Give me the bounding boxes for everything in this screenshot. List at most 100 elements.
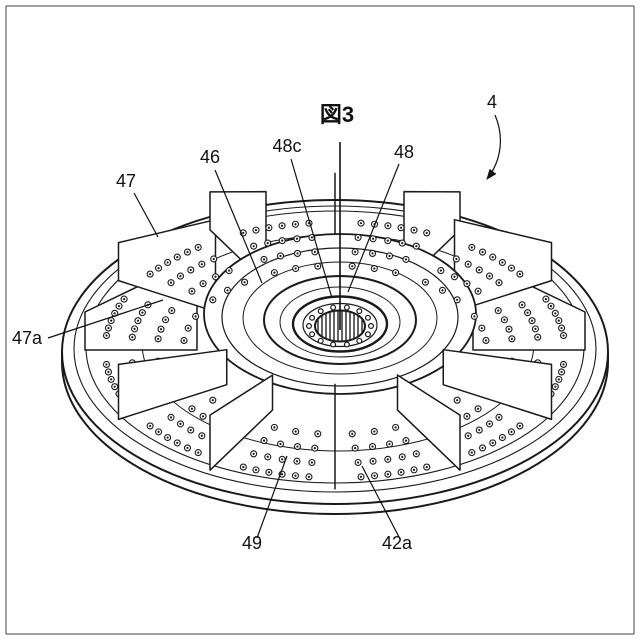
hole-dot-center <box>169 281 173 284</box>
gear-tooth-dot <box>368 323 375 330</box>
hole-dot-center <box>476 407 480 410</box>
hole-dot-center <box>131 336 134 339</box>
fan-blade <box>396 374 461 471</box>
gear-tooth-dot <box>309 314 316 321</box>
hole-dot-center <box>170 309 173 312</box>
hole-dot-center <box>549 305 553 308</box>
hole-dot-center <box>388 254 391 258</box>
hole-dot-center <box>473 315 476 318</box>
leader-42a <box>361 465 400 538</box>
hole-dot-center <box>279 254 282 258</box>
hole-dot-center <box>189 428 192 432</box>
hole-dot-center <box>149 272 152 276</box>
hole-dot-center <box>226 289 229 292</box>
hole-dot-center <box>399 471 403 474</box>
hole-dot-center <box>176 441 179 445</box>
hole-dot-center <box>211 399 214 402</box>
hole-dot-center <box>242 465 245 469</box>
hole-dot-center <box>295 460 299 463</box>
hole-dot-center <box>526 311 529 314</box>
hole-dot-center <box>491 255 494 259</box>
hole-dot-center <box>456 399 459 402</box>
hole-dot-center <box>281 458 284 461</box>
hole-dot-center <box>470 246 473 249</box>
hole-dot-center <box>214 275 217 278</box>
hole-dot-center <box>262 258 266 261</box>
hole-dot-center <box>476 290 480 293</box>
hole-dot-center <box>424 281 427 284</box>
hole-dot-center <box>176 255 179 259</box>
hole-dot-center <box>534 327 537 330</box>
hole-dot-center <box>136 319 140 322</box>
hole-dot-center <box>113 385 116 388</box>
hole-dot-center <box>394 426 397 429</box>
hole-dot-center <box>394 271 397 274</box>
ref-label-46: 46 <box>200 147 220 167</box>
hole-dot-center <box>294 474 297 477</box>
hole-dot-center <box>507 328 511 331</box>
hole-dot-center <box>197 451 200 454</box>
hole-dot-center <box>157 267 160 270</box>
hole-dot-center <box>212 257 215 261</box>
hole-dot-center <box>401 242 404 245</box>
ref-label-42a: 42a <box>382 533 413 553</box>
hole-dot-center <box>294 223 297 226</box>
hole-dot-center <box>359 222 363 225</box>
hole-dot-center <box>159 328 163 331</box>
hole-dot-center <box>554 385 557 388</box>
fan-blades-near <box>117 348 553 490</box>
hole-dot-center <box>190 290 194 293</box>
leader-lines <box>47 114 501 539</box>
hole-dot-center <box>478 428 481 432</box>
hole-dot-center <box>313 447 316 450</box>
hole-dot-center <box>354 447 357 450</box>
hole-dot-center <box>201 415 205 418</box>
hole-dot-center <box>122 297 126 301</box>
hole-dot-center <box>266 455 269 458</box>
hole-dot-center <box>280 473 284 476</box>
hole-dot-center <box>456 298 459 301</box>
gear-tooth-dot <box>306 323 313 330</box>
hole-dot-center <box>294 430 297 433</box>
hole-dot-center <box>501 436 504 439</box>
hole-dot-center <box>107 370 110 374</box>
hole-dot-center <box>356 236 360 239</box>
gear-tooth-dot <box>356 337 363 344</box>
hole-dot-center <box>404 439 408 442</box>
hole-dot-center <box>200 263 203 266</box>
hole-dot-center <box>316 265 319 268</box>
leader-48c <box>290 158 333 299</box>
hole-dot-center <box>186 446 189 450</box>
figure-title: 図3 <box>320 102 354 127</box>
hole-dot-center <box>243 281 246 284</box>
hole-dot-center <box>510 337 513 340</box>
hole-dot-center <box>497 309 500 312</box>
hole-dot-center <box>141 311 144 314</box>
hole-dot-center <box>149 424 152 428</box>
gear-tooth-dot <box>364 314 371 321</box>
hole-dot-center <box>557 319 560 322</box>
hole-dot-center <box>166 436 169 439</box>
hole-dot-center <box>441 289 444 292</box>
hole-dot-center <box>562 363 565 366</box>
hole-dot-center <box>386 224 390 227</box>
hole-dot-center <box>273 271 276 274</box>
hole-dot-center <box>113 312 116 315</box>
hole-dot-center <box>530 319 534 322</box>
hole-dot-center <box>254 229 258 232</box>
hole-dot-center <box>252 452 255 455</box>
hole-dot-center <box>242 231 245 235</box>
hole-dot-center <box>194 315 197 318</box>
ref-label-49: 49 <box>242 533 262 553</box>
hole-dot-center <box>316 432 319 435</box>
hole-dot-center <box>179 274 182 278</box>
hole-dot-center <box>267 471 271 474</box>
ref-label-48c: 48c <box>272 136 301 156</box>
hole-dot-center <box>536 336 539 339</box>
ref-label-47: 47 <box>116 171 136 191</box>
hole-dot-center <box>254 468 258 471</box>
hole-dot-center <box>197 246 200 249</box>
hole-dot-center <box>425 465 428 469</box>
hole-dot-center <box>252 245 255 248</box>
hole-dot-center <box>412 229 416 232</box>
